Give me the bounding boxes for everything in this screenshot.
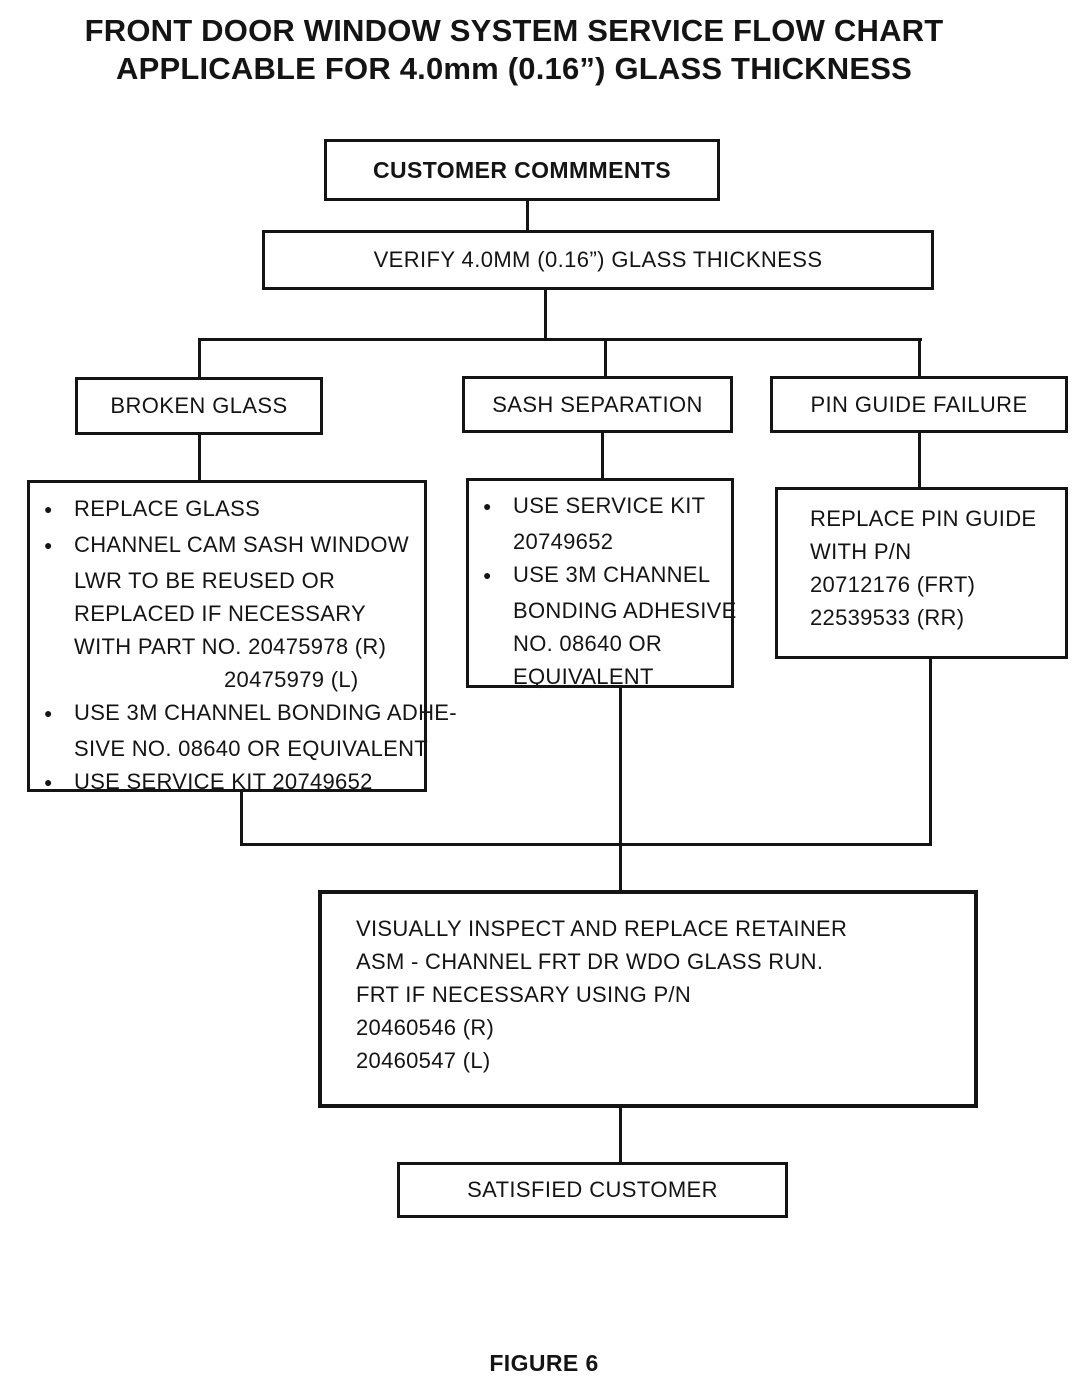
- connector-merge-bar: [240, 843, 932, 846]
- step-line: 20460546 (R): [356, 1011, 968, 1044]
- node-broken-glass: BROKEN GLASS: [75, 377, 323, 435]
- connector-branch-to-broken-glass: [198, 341, 201, 377]
- node-satisfied-customer: SATISFIED CUSTOMER: [397, 1162, 788, 1218]
- step-line: ● USE 3M CHANNEL BONDING ADHE-: [44, 696, 457, 732]
- step-line: ● USE SERVICE KIT: [483, 489, 727, 525]
- connector-verify-to-branch: [544, 290, 547, 341]
- step-text: REPLACE GLASS: [74, 496, 261, 521]
- step-line: ● USE SERVICE KIT 20749652: [44, 765, 418, 801]
- chart-title: FRONT DOOR WINDOW SYSTEM SERVICE FLOW CH…: [14, 12, 1014, 88]
- step-text: 20460547 (L): [356, 1048, 491, 1073]
- step-line: 20475979 (L): [44, 663, 418, 696]
- step-line: ASM - CHANNEL FRT DR WDO GLASS RUN.: [356, 945, 968, 978]
- connector-branch-to-sash-separation: [604, 341, 607, 376]
- step-text: 20460546 (R): [356, 1015, 495, 1040]
- bullet-icon: ●: [44, 774, 53, 790]
- step-text: 20749652: [513, 529, 614, 554]
- connector-inspect-to-satisfied: [619, 1108, 622, 1162]
- bullet-icon: ●: [44, 537, 53, 553]
- step-text: 22539533 (RR): [810, 605, 965, 630]
- step-line: ● REPLACE GLASS: [44, 492, 418, 528]
- step-text: USE SERVICE KIT 20749652: [74, 769, 373, 794]
- connector-pin-steps-down: [929, 659, 932, 846]
- step-text: SIVE NO. 08640 OR EQUIVALENT: [74, 736, 429, 761]
- step-line: VISUALLY INSPECT AND REPLACE RETAINER: [356, 912, 968, 945]
- panel-inspect-retainer: VISUALLY INSPECT AND REPLACE RETAINER AS…: [318, 890, 978, 1108]
- node-satisfied-customer-label: SATISFIED CUSTOMER: [467, 1177, 718, 1202]
- step-text: 20712176 (FRT): [810, 572, 976, 597]
- step-text: LWR TO BE REUSED OR: [74, 568, 336, 593]
- node-customer-comments-label: CUSTOMER COMMMENTS: [372, 156, 672, 183]
- step-line: 20712176 (FRT): [810, 568, 1061, 601]
- connector-sash-to-steps: [601, 433, 604, 478]
- chart-title-line-1: FRONT DOOR WINDOW SYSTEM SERVICE FLOW CH…: [84, 13, 944, 48]
- connector-comments-to-verify: [526, 201, 529, 230]
- step-line: 20460547 (L): [356, 1044, 968, 1077]
- step-line: NO. 08640 OR: [483, 627, 727, 660]
- step-text: BONDING ADHESIVE: [513, 598, 737, 623]
- panel-pin-guide-replacement: REPLACE PIN GUIDE WITH P/N 20712176 (FRT…: [775, 487, 1068, 659]
- step-line: WITH PART NO. 20475978 (R): [44, 630, 418, 663]
- step-line: WITH P/N: [810, 535, 1061, 568]
- step-line: 20749652: [483, 525, 727, 558]
- step-line: FRT IF NECESSARY USING P/N: [356, 978, 968, 1011]
- node-broken-glass-label: BROKEN GLASS: [110, 393, 288, 418]
- step-text: REPLACE PIN GUIDE: [810, 506, 1037, 531]
- step-text: ASM - CHANNEL FRT DR WDO GLASS RUN.: [356, 949, 824, 974]
- step-text: WITH P/N: [810, 539, 912, 564]
- bullet-icon: ●: [44, 501, 53, 517]
- step-text: USE SERVICE KIT: [513, 493, 706, 518]
- bullet-icon: ●: [483, 567, 492, 583]
- node-sash-separation: SASH SEPARATION: [462, 376, 733, 433]
- step-text: CHANNEL CAM SASH WINDOW: [74, 532, 409, 557]
- step-text: EQUIVALENT: [513, 664, 654, 689]
- step-text: 20475979 (L): [224, 667, 359, 692]
- step-text: VISUALLY INSPECT AND REPLACE RETAINER: [356, 916, 848, 941]
- connector-pin-guide-to-steps: [918, 433, 921, 487]
- connector-branch-bar: [198, 338, 922, 341]
- connector-trunk-to-inspect: [619, 688, 622, 890]
- step-text: USE 3M CHANNEL: [513, 562, 711, 587]
- connector-branch-to-pin-guide: [918, 341, 921, 376]
- step-line: EQUIVALENT: [483, 660, 727, 693]
- connector-broken-glass-to-steps: [198, 435, 201, 480]
- node-sash-separation-label: SASH SEPARATION: [492, 391, 703, 417]
- node-pin-guide-failure-label: PIN GUIDE FAILURE: [810, 391, 1028, 417]
- step-line: REPLACE PIN GUIDE: [810, 502, 1061, 535]
- step-line: ● USE 3M CHANNEL: [483, 558, 727, 594]
- node-customer-comments: CUSTOMER COMMMENTS: [324, 139, 720, 201]
- node-verify-thickness-label: VERIFY 4.0MM (0.16”) GLASS THICKNESS: [373, 247, 823, 272]
- step-text: FRT IF NECESSARY USING P/N: [356, 982, 692, 1007]
- node-verify-thickness: VERIFY 4.0MM (0.16”) GLASS THICKNESS: [262, 230, 934, 290]
- step-line: BONDING ADHESIVE: [483, 594, 736, 627]
- chart-title-line-2: APPLICABLE FOR 4.0mm (0.16”) GLASS THICK…: [116, 51, 912, 86]
- step-text: WITH PART NO. 20475978 (R): [74, 634, 387, 659]
- node-pin-guide-failure: PIN GUIDE FAILURE: [770, 376, 1068, 433]
- step-line: 22539533 (RR): [810, 601, 1061, 634]
- step-line: LWR TO BE REUSED OR: [44, 564, 418, 597]
- bullet-icon: ●: [44, 705, 53, 721]
- step-line: ● CHANNEL CAM SASH WINDOW: [44, 528, 418, 564]
- step-text: NO. 08640 OR: [513, 631, 663, 656]
- panel-sash-separation-steps: ● USE SERVICE KIT 20749652 ● USE 3M CHAN…: [466, 478, 736, 689]
- connector-broken-steps-down: [240, 792, 243, 846]
- bullet-icon: ●: [483, 498, 492, 514]
- step-text: USE 3M CHANNEL BONDING ADHE-: [74, 700, 457, 725]
- figure-caption: FIGURE 6: [489, 1350, 599, 1376]
- step-line: SIVE NO. 08640 OR EQUIVALENT: [44, 732, 428, 765]
- step-text: REPLACED IF NECESSARY: [74, 601, 366, 626]
- step-line: REPLACED IF NECESSARY: [44, 597, 418, 630]
- panel-broken-glass-steps: ● REPLACE GLASS ● CHANNEL CAM SASH WINDO…: [27, 480, 457, 794]
